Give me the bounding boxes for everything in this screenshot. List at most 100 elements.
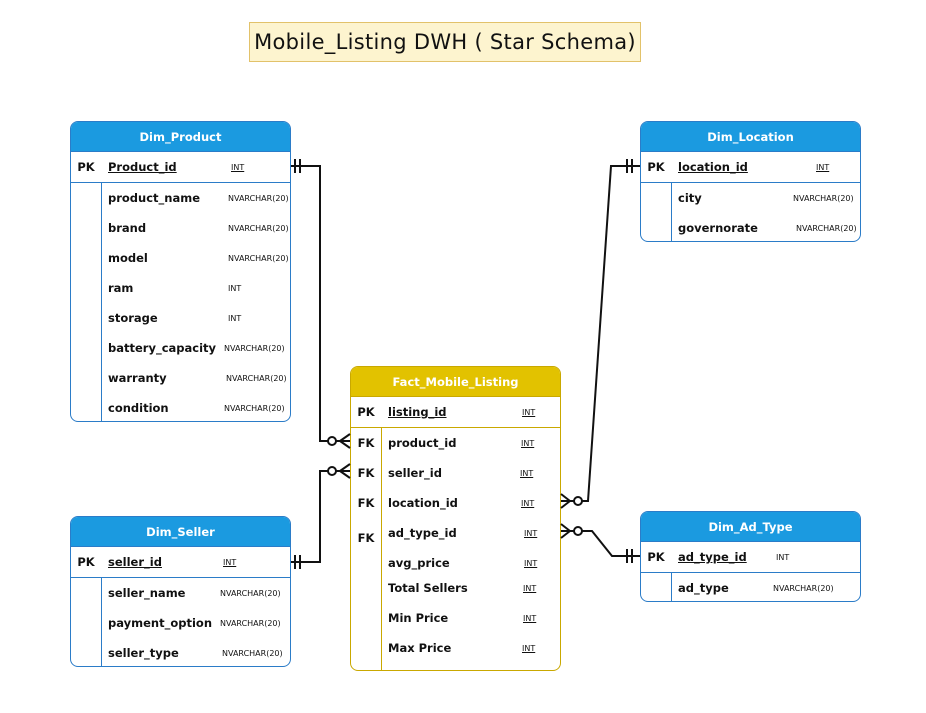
- relationship-seller: [291, 470, 350, 563]
- many-mark: [560, 523, 571, 539]
- pk-row: PK seller_id INT: [71, 547, 290, 578]
- field-name: location_id: [388, 496, 458, 510]
- field-name: seller_name: [108, 586, 186, 600]
- relationship-product: [291, 165, 350, 442]
- field-type: NVARCHAR(20): [793, 193, 854, 203]
- field-type: INT: [776, 552, 790, 562]
- table-header: Fact_Mobile_Listing: [351, 367, 560, 397]
- field-type: INT: [523, 583, 537, 593]
- field-row: Min Price INT: [351, 603, 560, 633]
- field-row: ad_type NVARCHAR(20): [641, 573, 860, 601]
- field-type: NVARCHAR(20): [220, 618, 281, 628]
- pk-row: PK location_id INT: [641, 152, 860, 183]
- field-type: INT: [523, 613, 537, 623]
- field-row: model NVARCHAR(20): [71, 243, 290, 273]
- field-row: product_name NVARCHAR(20): [71, 183, 290, 213]
- field-name: ram: [108, 281, 134, 295]
- zero-mark: [573, 496, 583, 506]
- pk-row: PK listing_id INT: [351, 397, 560, 428]
- field-name: battery_capacity: [108, 341, 217, 355]
- field-type: NVARCHAR(20): [224, 343, 285, 353]
- field-name: brand: [108, 221, 147, 235]
- field-type: INT: [228, 313, 242, 323]
- many-mark: [560, 493, 571, 509]
- zero-mark: [327, 436, 337, 446]
- field-name: model: [108, 251, 148, 265]
- pk-label: PK: [77, 555, 95, 569]
- field-name: storage: [108, 311, 158, 325]
- field-row: seller_type NVARCHAR(20): [71, 638, 290, 666]
- table-dim-ad-type[interactable]: Dim_Ad_Type PK ad_type_id INT ad_type NVA…: [640, 511, 861, 602]
- field-type: NVARCHAR(20): [796, 223, 857, 233]
- field-type: NVARCHAR(20): [224, 403, 285, 413]
- fk-label: FK: [357, 496, 375, 510]
- column-divider: [381, 427, 382, 670]
- field-name: Total Sellers: [388, 581, 468, 595]
- field-type: INT: [524, 558, 538, 568]
- table-dim-product[interactable]: Dim_Product PK Product_id INT product_na…: [70, 121, 291, 422]
- field-name: governorate: [678, 221, 758, 235]
- field-type: INT: [521, 498, 535, 508]
- pk-label: PK: [357, 405, 375, 419]
- field-name: Min Price: [388, 611, 449, 625]
- column-divider: [671, 182, 672, 241]
- field-name: product_name: [108, 191, 201, 205]
- column-divider: [101, 577, 102, 666]
- field-row: Max Price INT: [351, 633, 560, 663]
- fk-label: FK: [357, 466, 375, 480]
- field-row: governorate NVARCHAR(20): [641, 213, 860, 241]
- field-type: INT: [522, 643, 536, 653]
- field-name: city: [678, 191, 702, 205]
- field-name: ad_type: [678, 581, 729, 595]
- field-row: condition NVARCHAR(20): [71, 393, 290, 421]
- field-type: INT: [231, 162, 245, 172]
- field-row: storage INT: [71, 303, 290, 333]
- field-name: Max Price: [388, 641, 452, 655]
- field-type: INT: [522, 407, 536, 417]
- field-name: seller_id: [108, 555, 162, 569]
- field-type: NVARCHAR(20): [220, 588, 281, 598]
- field-type: INT: [223, 557, 237, 567]
- pk-label: PK: [77, 160, 95, 174]
- field-row: FK location_id INT: [351, 488, 560, 518]
- field-type: INT: [524, 528, 538, 538]
- field-type: NVARCHAR(20): [222, 648, 283, 658]
- field-type: NVARCHAR(20): [228, 193, 289, 203]
- field-name: condition: [108, 401, 169, 415]
- fk-label: FK: [357, 436, 375, 450]
- column-divider: [671, 572, 672, 601]
- zero-mark: [327, 466, 337, 476]
- field-type: NVARCHAR(20): [226, 373, 287, 383]
- field-name: location_id: [678, 160, 748, 174]
- field-row: city NVARCHAR(20): [641, 183, 860, 213]
- field-name: Product_id: [108, 160, 177, 174]
- field-type: INT: [520, 468, 534, 478]
- table-header: Dim_Location: [641, 122, 860, 152]
- field-name: seller_type: [108, 646, 179, 660]
- pk-row: PK Product_id INT: [71, 152, 290, 183]
- field-row: Total Sellers INT: [351, 573, 560, 603]
- column-divider: [101, 182, 102, 421]
- field-name: ad_type_id: [388, 526, 457, 540]
- field-name: ad_type_id: [678, 550, 747, 564]
- table-header: Dim_Ad_Type: [641, 512, 860, 542]
- pk-label: PK: [647, 550, 665, 564]
- field-type: NVARCHAR(20): [773, 583, 834, 593]
- table-header: Dim_Seller: [71, 517, 290, 547]
- table-fact-mobile-listing[interactable]: Fact_Mobile_Listing PK listing_id INT FK…: [350, 366, 561, 671]
- field-type: INT: [816, 162, 830, 172]
- diagram-title: Mobile_Listing DWH ( Star Schema): [249, 22, 641, 62]
- relationship-ad-type: [561, 530, 640, 557]
- field-type: NVARCHAR(20): [228, 253, 289, 263]
- pk-label: PK: [647, 160, 665, 174]
- field-row: seller_name NVARCHAR(20): [71, 578, 290, 608]
- relationship-location: [561, 165, 640, 502]
